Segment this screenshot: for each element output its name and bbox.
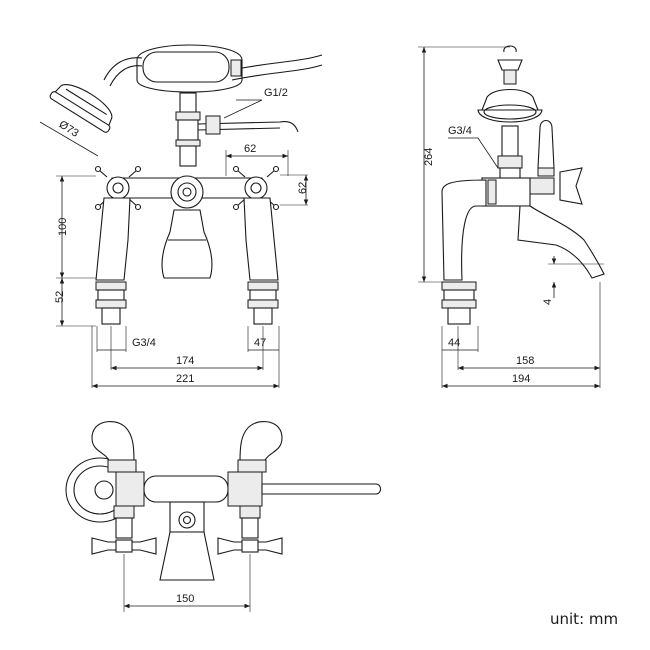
unit-label: unit: mm xyxy=(550,610,618,628)
top-view: 150 xyxy=(65,420,382,612)
dim-handle-width: 62 xyxy=(244,143,256,155)
central-valve xyxy=(170,175,204,209)
dim-centers: 174 xyxy=(176,355,194,367)
side-leg xyxy=(441,179,487,281)
top-lever xyxy=(261,483,382,495)
dim-leg-height: 52 xyxy=(54,291,66,303)
right-cross-handle xyxy=(232,165,280,211)
side-dim-thread: G3/4 xyxy=(448,125,472,137)
side-view: G3/4 264 4 44 158 194 xyxy=(418,45,605,389)
right-leg xyxy=(243,197,279,281)
dim-handle-height: 62 xyxy=(297,182,309,194)
side-dim-spout-drop: 4 xyxy=(542,299,554,305)
dim-head-diameter: Ø73 xyxy=(57,119,81,140)
side-dim-projection: 158 xyxy=(516,355,534,367)
dim-thread-bottom: G3/4 xyxy=(132,337,156,349)
top-handset xyxy=(143,475,229,503)
side-spout xyxy=(517,205,605,279)
top-left-cross-handle xyxy=(91,537,157,555)
left-leg xyxy=(95,197,131,281)
handset-body xyxy=(142,51,230,83)
dim-thread-top: G1/2 xyxy=(264,87,288,99)
side-dim-overall-height: 264 xyxy=(423,148,435,166)
front-view: G1/2 Ø73 62 62 100 52 G3/4 174 47 221 xyxy=(39,44,323,389)
top-right-cross-handle xyxy=(217,537,283,555)
top-dim-centers: 150 xyxy=(176,593,194,605)
spout xyxy=(161,209,213,279)
shower-head xyxy=(49,84,113,133)
dim-leg-width: 47 xyxy=(254,337,266,349)
dim-overall-width: 221 xyxy=(176,373,194,385)
side-shower-head xyxy=(481,89,539,111)
dim-body-height: 100 xyxy=(57,218,69,236)
side-dim-leg-width: 44 xyxy=(448,337,460,349)
side-dim-overall-depth: 194 xyxy=(512,373,530,385)
